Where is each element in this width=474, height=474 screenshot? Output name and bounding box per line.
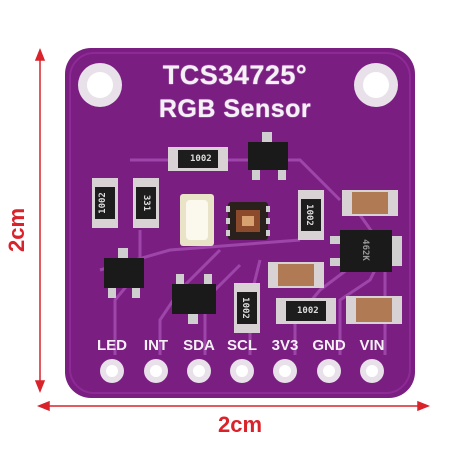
pin-label-int: INT: [143, 337, 169, 354]
resistor-marking-right: 1002: [303, 204, 314, 226]
smd-capacitors: [268, 190, 402, 324]
pin-label-sda: SDA: [183, 337, 215, 354]
width-dimension-label: 2cm: [217, 412, 263, 437]
resistor-marking-bottom: 1002: [297, 306, 319, 316]
board-title: TCS34725°: [162, 60, 308, 90]
pin-label-scl: SCL: [227, 337, 257, 354]
resistor-marking-mid: 1002: [239, 297, 250, 319]
smd-transistors: [104, 132, 402, 324]
dimension-lines: [34, 47, 431, 412]
header-pads: [100, 359, 384, 383]
board-subtitle: RGB Sensor: [158, 95, 312, 123]
resistor-marking-top: 1002: [190, 154, 212, 164]
height-dimension-label: 2cm: [4, 207, 29, 253]
pin-label-vin: VIN: [359, 337, 385, 354]
white-led: [180, 194, 214, 246]
mounting-holes: [78, 63, 398, 107]
color-sensor-chip: [226, 202, 270, 240]
resistor-marking-left1: 1002: [97, 192, 108, 214]
regulator-marking: 462K: [359, 239, 370, 261]
resistor-marking-left2: 331: [141, 194, 152, 212]
pin-label-gnd: GND: [312, 337, 346, 354]
smd-resistors: [92, 147, 336, 333]
pin-label-led: LED: [97, 337, 127, 354]
pin-label-3v3: 3V3: [271, 337, 299, 354]
